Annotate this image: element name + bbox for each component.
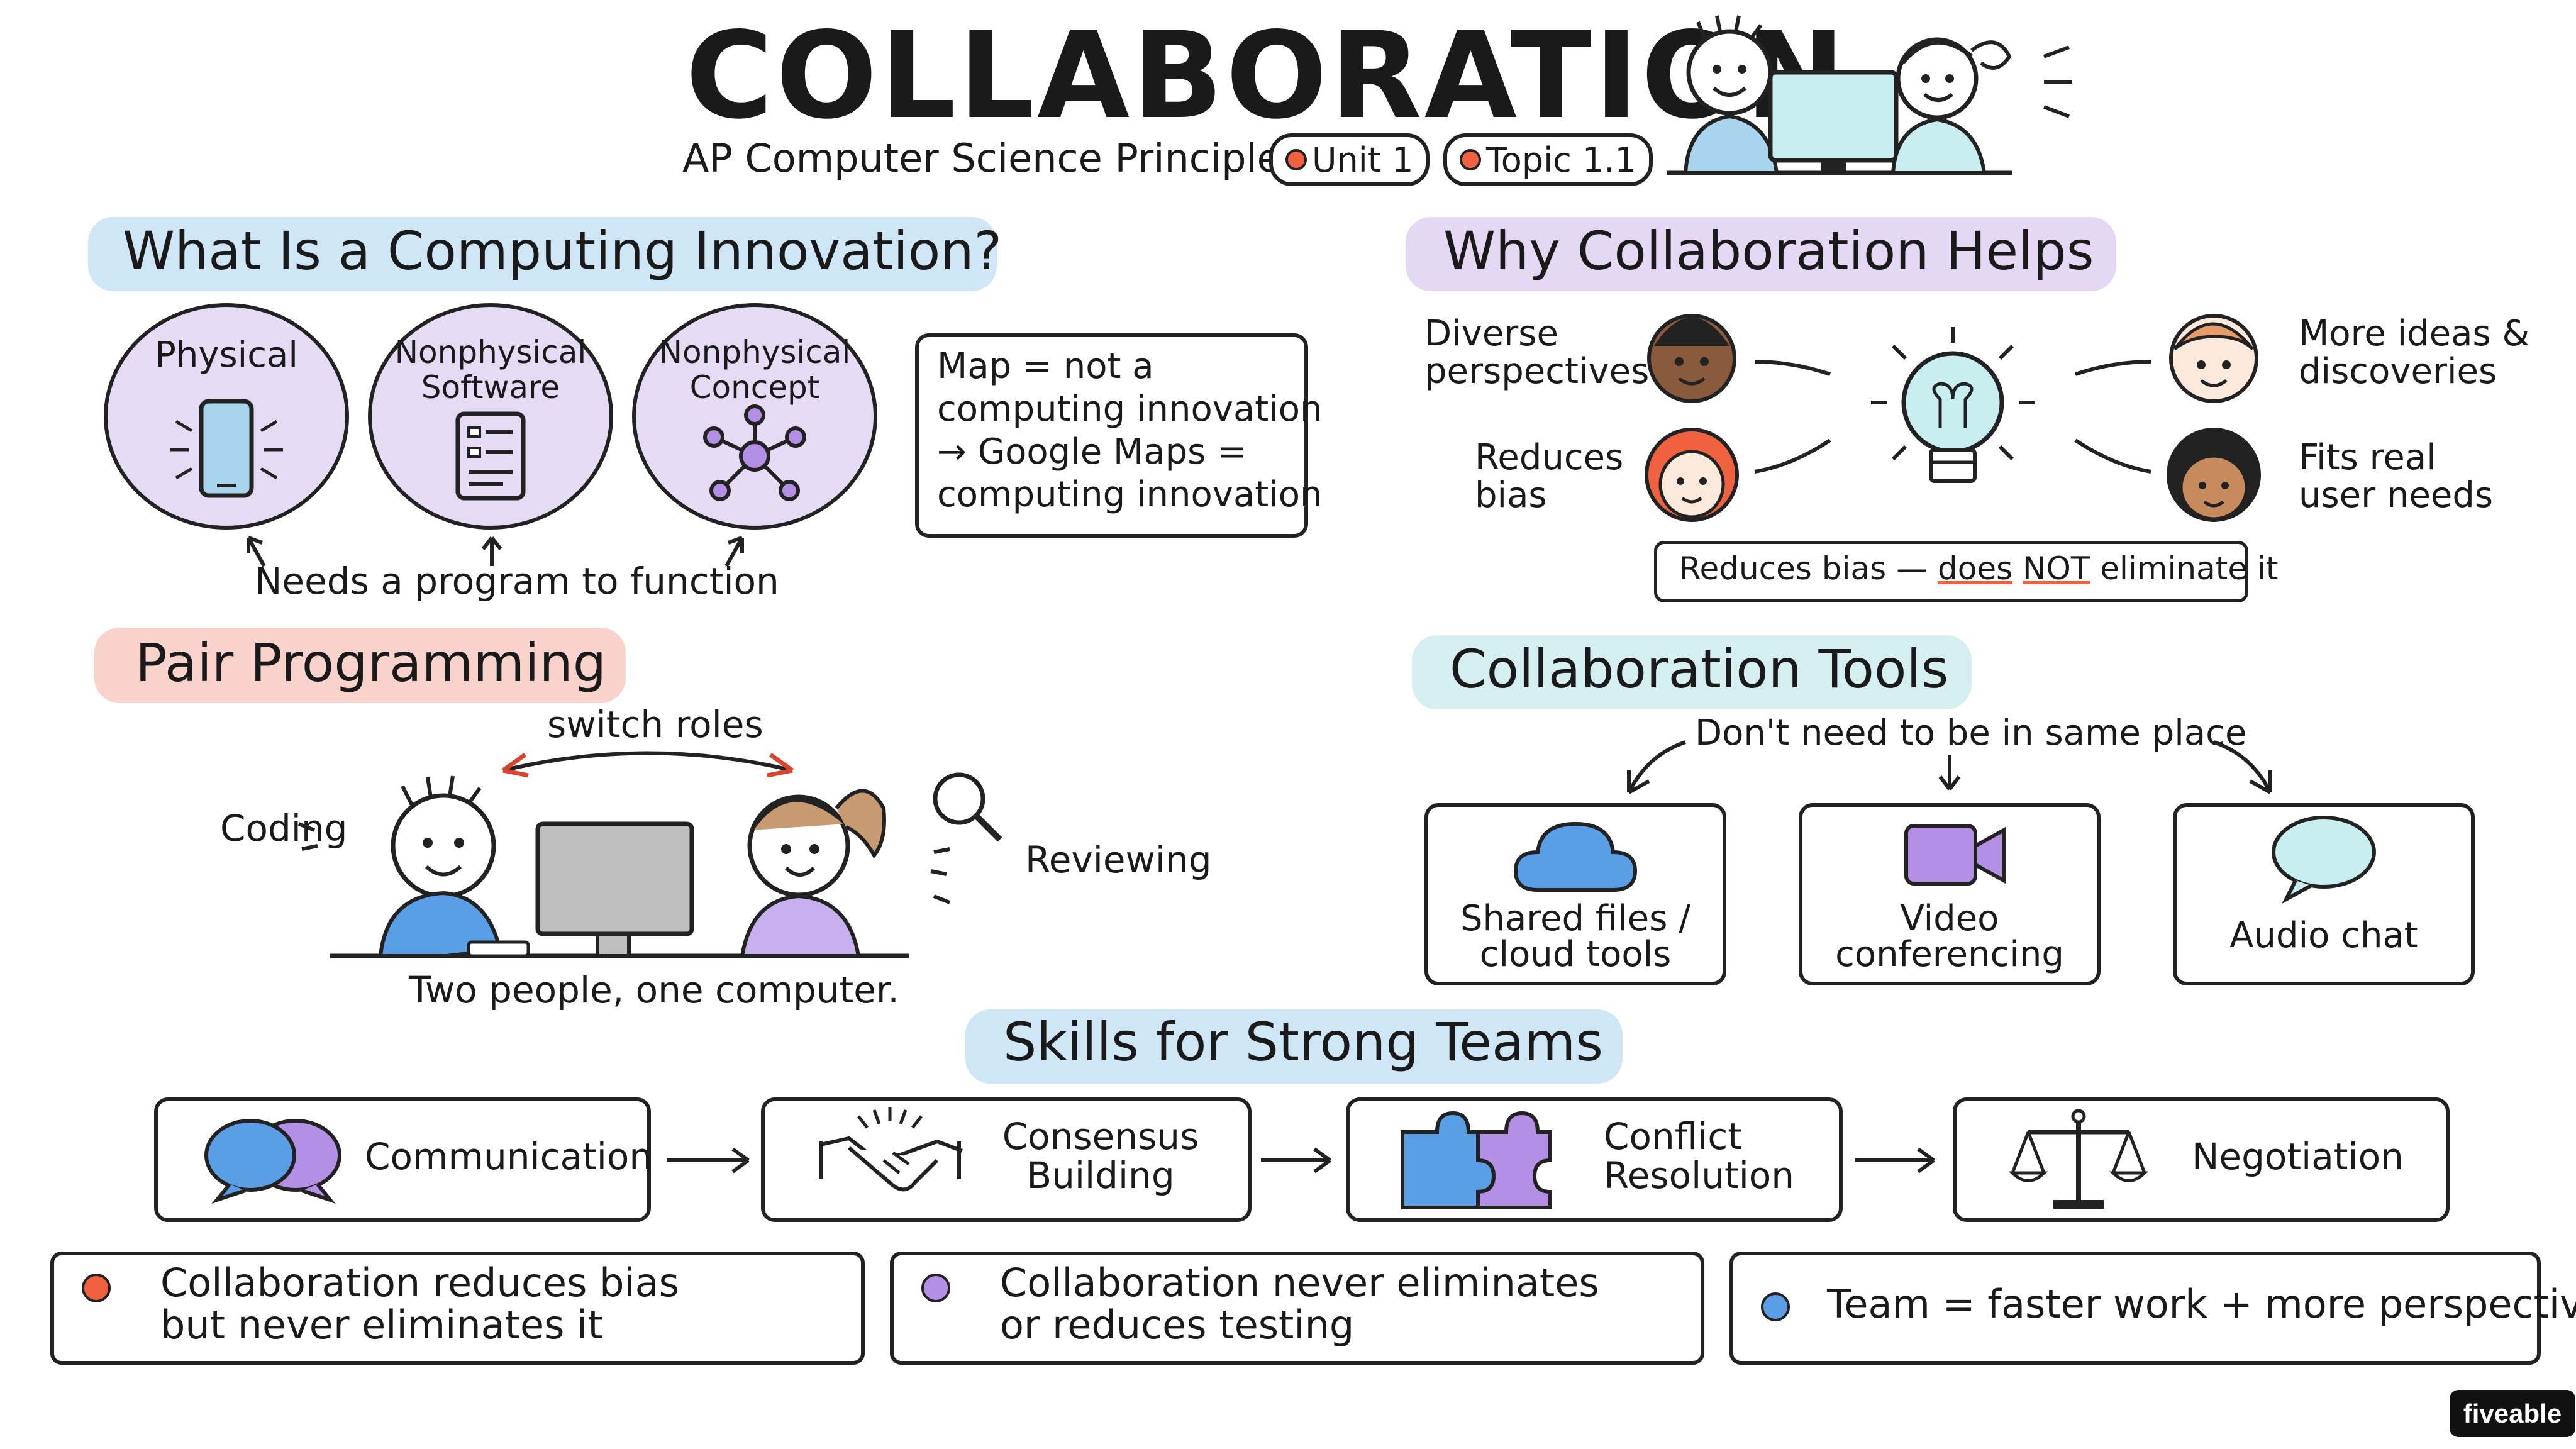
skill-negotiation-label: Negotiation <box>2192 1135 2404 1178</box>
diverse-people-lightbulb-icon <box>1645 314 2261 522</box>
network-icon <box>703 404 806 501</box>
bias-note-not: NOT <box>2023 550 2090 587</box>
skills-arrow-3 <box>1855 1147 1935 1174</box>
more-ideas-label-2: discoveries <box>2299 351 2497 392</box>
skill-communication-label: Communication <box>365 1135 653 1178</box>
reduces-label-2: bias <box>1475 475 1547 516</box>
chat-bubbles-icon <box>204 1119 341 1204</box>
diverse-label-1: Diverse <box>1424 313 1558 354</box>
reviewing-label: Reviewing <box>1025 838 1212 881</box>
physical-label: Physical <box>155 335 298 375</box>
bias-note-suffix: eliminate it <box>2100 550 2279 587</box>
fits-needs-label-2: user needs <box>2299 475 2494 516</box>
unit-pill-label: Unit 1 <box>1312 140 1414 180</box>
document-icon <box>455 411 526 501</box>
takeaway-dot-1 <box>82 1274 111 1302</box>
unit-pill: Unit 1 <box>1269 133 1430 186</box>
pair-programming-icon <box>297 772 1002 958</box>
fits-needs-label-1: Fits real <box>2299 437 2436 478</box>
tool-shared-files-label-1: Shared files / <box>1460 898 1691 939</box>
topic-dot <box>1460 149 1481 170</box>
takeaway-card-3 <box>1729 1252 2541 1365</box>
unit-dot <box>1285 149 1307 170</box>
map-note-line-3: → Google Maps = <box>937 431 1247 472</box>
map-note-line-1: Map = not a <box>937 346 1154 387</box>
takeaway-card-2 <box>890 1252 1704 1365</box>
phone-icon <box>170 399 283 498</box>
takeaway-3-line-1: Team = faster work + more perspectives <box>1827 1281 2576 1327</box>
tool-video-label-1: Video <box>1900 898 1999 939</box>
tool-card-shared-files <box>1424 803 1726 985</box>
switch-roles-arrow <box>501 751 794 778</box>
map-note-line-2: computing innovation <box>937 389 1323 430</box>
puzzle-icon <box>1401 1111 1552 1209</box>
tool-audio-label: Audio chat <box>2229 915 2418 956</box>
handshake-icon <box>819 1107 963 1192</box>
fiveable-logo: fiveable <box>2450 1390 2575 1437</box>
needs-program-label: Needs a program to function <box>255 560 779 602</box>
topic-pill-label: Topic 1.1 <box>1486 140 1636 180</box>
takeaway-1-line-1: Collaboration reduces bias <box>160 1260 679 1306</box>
tools-subheading: Don't need to be in same place <box>1695 713 2247 753</box>
skills-arrow-2 <box>1261 1147 1331 1174</box>
page-title: COLLABORATION <box>686 6 1848 145</box>
bias-note-box <box>1654 541 2248 602</box>
why-heading: Why Collaboration Helps <box>1443 220 2094 282</box>
takeaway-dot-3 <box>1761 1292 1790 1321</box>
software-label: Nonphysical Software <box>394 334 587 406</box>
bias-note-does: does <box>1938 550 2013 587</box>
cloud-icon <box>1513 821 1638 892</box>
skills-arrow-1 <box>667 1147 750 1174</box>
video-camera-icon <box>1904 824 2006 886</box>
innovation-heading: What Is a Computing Innovation? <box>123 220 1002 282</box>
switch-roles-label: switch roles <box>547 703 763 746</box>
takeaway-2-line-1: Collaboration never eliminates <box>1000 1260 1599 1306</box>
skills-heading: Skills for Strong Teams <box>1003 1011 1604 1073</box>
coding-label: Coding <box>220 807 348 850</box>
skill-conflict-label-2: Resolution <box>1604 1154 1795 1197</box>
tools-arrows <box>1627 740 2272 794</box>
takeaway-1-line-2: but never eliminates it <box>160 1302 603 1348</box>
needs-program-arrows <box>247 536 744 567</box>
scales-icon <box>2008 1109 2149 1209</box>
pair-caption: Two people, one computer. <box>409 969 899 1011</box>
tool-shared-files-label-2: cloud tools <box>1479 934 1672 975</box>
fiveable-logo-text: fiveable <box>2463 1398 2562 1428</box>
skill-consensus-label-1: Consensus <box>1002 1115 1199 1158</box>
skill-consensus-label-2: Building <box>1026 1154 1175 1197</box>
map-note-line-4: computing innovation <box>937 474 1323 515</box>
more-ideas-label-1: More ideas & <box>2299 313 2530 354</box>
topic-pill: Topic 1.1 <box>1443 133 1653 186</box>
subtitle: AP Computer Science Principles <box>682 135 1302 181</box>
takeaway-card-1 <box>50 1252 865 1365</box>
skill-card-negotiation <box>1953 1097 2450 1222</box>
bias-note-prefix: Reduces bias — <box>1679 550 1928 587</box>
reduces-label-1: Reduces <box>1475 437 1624 478</box>
speech-bubble-icon <box>2272 816 2376 904</box>
takeaway-dot-2 <box>921 1274 950 1302</box>
tool-video-label-2: conferencing <box>1835 934 2064 975</box>
map-note-box <box>915 333 1308 538</box>
bias-note: Reduces bias — does NOT eliminate it <box>1679 550 2279 587</box>
skill-conflict-label-1: Conflict <box>1604 1115 1743 1158</box>
skill-card-consensus <box>761 1097 1252 1222</box>
two-people-at-computer-icon <box>1667 15 2072 175</box>
tools-heading: Collaboration Tools <box>1450 638 1949 700</box>
pair-heading: Pair Programming <box>135 632 607 694</box>
concept-label: Nonphysical Concept <box>658 334 851 406</box>
diverse-label-2: perspectives <box>1424 351 1650 392</box>
takeaway-2-line-2: or reduces testing <box>1000 1302 1355 1348</box>
